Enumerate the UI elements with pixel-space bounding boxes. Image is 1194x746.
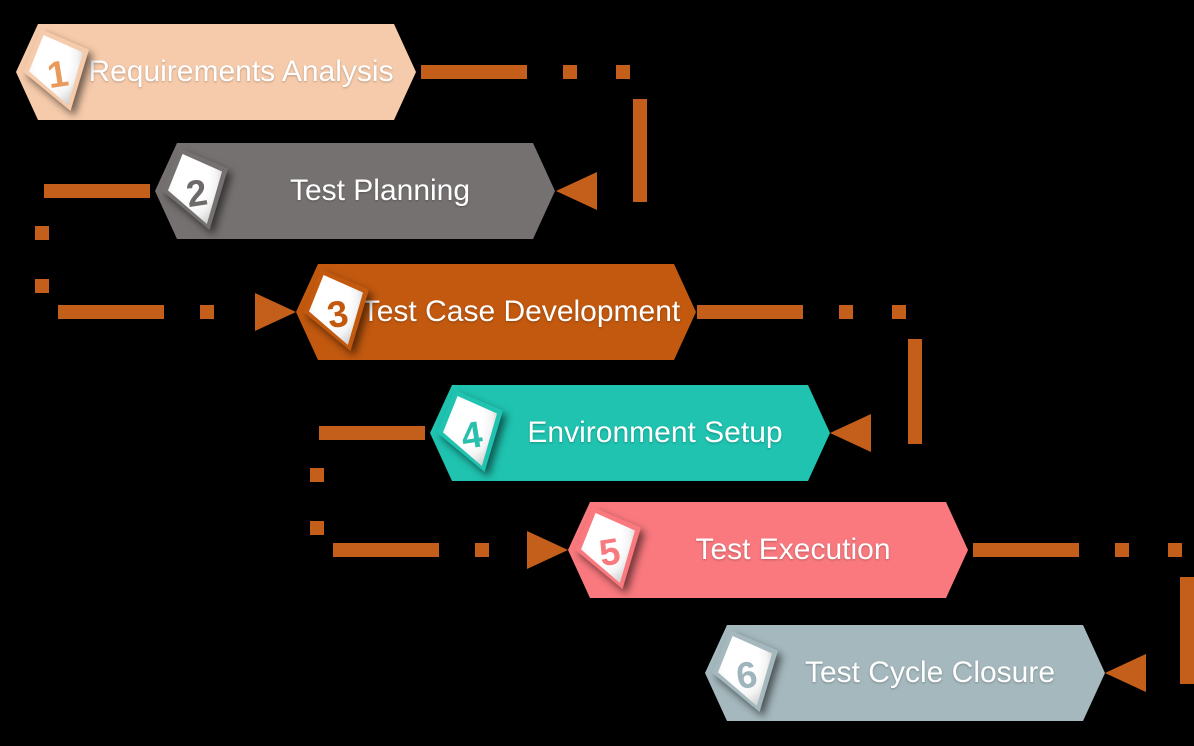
step-5-number: 5 (596, 530, 624, 575)
step-5-label: Test Execution (695, 533, 891, 566)
connector-dash-square (1168, 543, 1182, 557)
step-2-number-badge: 2 (162, 148, 228, 230)
connector-dash-square (892, 305, 906, 319)
step-2-number: 2 (183, 171, 211, 216)
connector-dash-square (616, 65, 630, 79)
step-1-label: Requirements Analysis (88, 55, 394, 88)
step-1: Requirements Analysis 1 (16, 24, 416, 120)
step-1-number: 1 (44, 52, 72, 97)
step-3-number-badge: 3 (303, 269, 369, 351)
step-1-chevron-shape (16, 24, 416, 120)
step-6: Test Cycle Closure 6 (705, 625, 1105, 721)
connector-dash (421, 65, 527, 79)
arrowhead-left-icon (830, 414, 871, 452)
connector-dash-square (475, 543, 489, 557)
connector-dash (58, 305, 164, 319)
connector-dash-square (563, 65, 577, 79)
connector-dash (697, 305, 803, 319)
step-6-number-badge: 6 (712, 630, 778, 712)
step-3: Test Case Development 3 (296, 264, 696, 360)
connector-vertical-bar (633, 99, 647, 202)
arrowhead-right-icon (255, 293, 296, 331)
arrowhead-right-icon (527, 531, 568, 569)
step-3-label: Test Case Development (361, 295, 681, 328)
connector-dash (44, 184, 150, 198)
step-1-number-badge: 1 (23, 29, 89, 111)
connector-vertical-bar (908, 339, 922, 444)
step-4-chevron-shape (430, 385, 830, 481)
connector-dash-square (839, 305, 853, 319)
connector-dash-square (310, 468, 324, 482)
connector-dash (333, 543, 439, 557)
step-5-number-badge: 5 (575, 507, 641, 589)
step-3-number: 3 (324, 292, 352, 337)
connector-dash-square (35, 226, 49, 240)
connector-dash-square (1115, 543, 1129, 557)
step-2: Test Planning 2 (155, 143, 555, 239)
step-4-number-badge: 4 (437, 390, 503, 472)
step-4-label: Environment Setup (527, 416, 783, 449)
connector-dash (973, 543, 1079, 557)
connector-dash (319, 426, 425, 440)
step-4-number: 4 (458, 413, 486, 458)
step-2-chevron-shape (155, 143, 555, 239)
step-3-chevron-shape (296, 264, 696, 360)
connector-dash-square (35, 279, 49, 293)
connector-dash-square (200, 305, 214, 319)
connector-dash-square (310, 521, 324, 535)
arrowhead-left-icon (1105, 654, 1146, 692)
step-6-chevron-shape (705, 625, 1105, 721)
step-2-label: Test Planning (289, 174, 471, 207)
step-5: Test Execution 5 (568, 502, 968, 598)
step-5-chevron-shape (568, 502, 968, 598)
connector-vertical-bar (1180, 577, 1194, 684)
step-6-label: Test Cycle Closure (804, 656, 1056, 689)
arrowhead-left-icon (556, 172, 597, 210)
step-4: Environment Setup 4 (430, 385, 830, 481)
step-6-number: 6 (733, 653, 761, 698)
